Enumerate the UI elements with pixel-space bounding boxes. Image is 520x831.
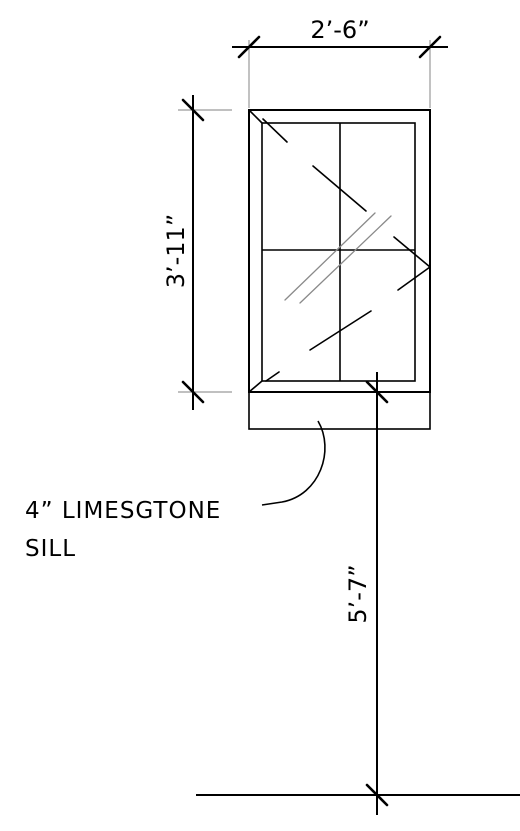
- window-corner-line-top: [248, 109, 263, 124]
- glass-mark: [284, 212, 376, 301]
- width-dimension-label: 2’-6”: [310, 16, 369, 44]
- glass-reflection-marks: [262, 118, 431, 382]
- sill-note-line1: 4” LIMESGTONE: [25, 498, 221, 524]
- sill-note-leader: [261, 420, 326, 506]
- sill-height-tick-top: [365, 380, 389, 404]
- width-dimension: 2’-6”: [232, 16, 448, 108]
- glass-mark: [309, 310, 372, 351]
- width-tick-left: [237, 35, 261, 59]
- window-corner-line-bottom: [248, 380, 263, 393]
- window-sill: [248, 391, 431, 430]
- sill-height-dimension-label: 5’-7”: [344, 564, 372, 623]
- window: [248, 109, 431, 430]
- glass-mark: [299, 215, 392, 304]
- glass-mark: [265, 371, 280, 382]
- glass-mark: [393, 236, 431, 268]
- width-tick-right: [418, 35, 442, 59]
- glass-mark: [312, 165, 367, 212]
- height-dimension: 3’-11”: [162, 95, 232, 410]
- glass-mark: [397, 266, 431, 291]
- height-tick-bottom: [181, 380, 205, 404]
- sill-note-line2: SILL: [25, 536, 76, 562]
- height-tick-top: [181, 98, 205, 122]
- sill-height-dimension: 5’-7”: [344, 372, 389, 815]
- window-sash: [261, 122, 416, 382]
- height-dimension-label: 3’-11”: [162, 214, 190, 289]
- glass-mark: [262, 118, 288, 143]
